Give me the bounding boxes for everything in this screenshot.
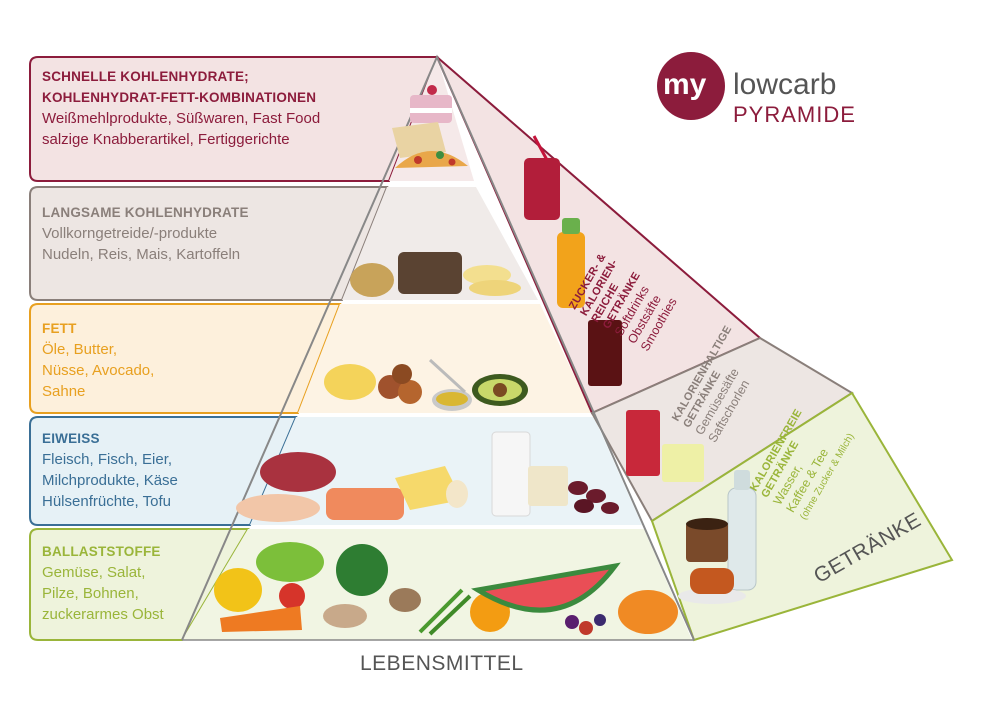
potato-mushroom-icon — [389, 588, 421, 612]
tier-band-fast-carbs — [29, 56, 439, 182]
juice-bottle-icon — [557, 218, 585, 308]
vegetable-juice-glass-icon — [626, 410, 660, 476]
pepper-icon — [214, 568, 262, 612]
avocado-icon — [472, 374, 528, 406]
logo-subtitle: PYRAMIDE — [733, 102, 856, 127]
butter-icon — [324, 364, 376, 400]
tomato-icon — [279, 583, 305, 609]
tier-text-fast-carbs: SCHNELLE KOHLENHYDRATE; KOHLENHYDRAT-FET… — [42, 66, 320, 150]
tier-text-slow-carbs: LANGSAME KOHLENHYDRATE Vollkorngetreide/… — [42, 202, 249, 265]
cake-icon — [410, 85, 452, 123]
tier-item-line: Weißmehlprodukte, Süßwaren, Fast Food — [42, 110, 321, 127]
broccoli-icon — [336, 544, 388, 596]
watermelon-icon — [471, 562, 621, 613]
fish-icon — [326, 488, 404, 520]
tier-item-line: Hülsenfrüchte, Tofu — [42, 493, 171, 510]
tier-item-line: Fleisch, Fisch, Eier, — [42, 451, 173, 468]
tier-heading: SCHNELLE KOHLENHYDRATE; — [42, 69, 249, 84]
carrot-icon — [220, 606, 302, 632]
tier-text-fat: FETT Öle, Butter, Nüsse, Avocado, Sahne — [42, 318, 154, 402]
tier-heading: EIWEISS — [42, 431, 100, 446]
tier-item-line: Gemüse, Salat, — [42, 564, 146, 581]
green-beans-icon — [418, 588, 472, 636]
coffee-cup-icon — [686, 518, 728, 562]
pyramid-outline — [181, 54, 695, 641]
oil-spoon-icon — [428, 358, 472, 411]
tier-item-line: Nüsse, Avocado, — [42, 362, 155, 379]
food-illustrations — [214, 85, 678, 636]
soft-drink-glass-icon — [588, 320, 622, 386]
egg-icon — [446, 480, 468, 508]
tier-heading: FETT — [42, 321, 77, 336]
tier-text-fiber: BALLASTSTOFFE Gemüse, Salat, Pilze, Bohn… — [42, 541, 164, 625]
pizza-icon — [395, 150, 468, 168]
mushroom-icon — [323, 604, 367, 628]
logo-brand-text: lowcarb — [733, 68, 837, 101]
tier-item-line: Pilze, Bohnen, — [42, 585, 139, 602]
nuts-icon — [378, 364, 422, 404]
spritzer-glass-icon — [662, 444, 704, 482]
bread-icon — [398, 252, 462, 294]
potato-icon — [350, 263, 394, 297]
chicken-icon — [236, 494, 320, 522]
pasta-icon — [463, 265, 521, 296]
beans-icon — [568, 481, 619, 514]
sandwich-icon — [392, 122, 446, 158]
tea-cup-icon — [678, 568, 746, 604]
tier-band-slow-carbs — [29, 186, 389, 301]
cheese-icon — [395, 466, 462, 510]
tier-item-line: zuckerarmes Obst — [42, 606, 164, 623]
tier-item-line: Sahne — [42, 383, 86, 400]
papaya-icon — [618, 590, 678, 634]
tofu-icon — [528, 466, 568, 506]
lettuce-icon — [256, 542, 324, 582]
berries-icon — [565, 614, 606, 635]
milk-glass-icon — [491, 431, 531, 517]
tier-band-fat — [29, 303, 342, 414]
tier-item-line: salzige Knabberartikel, Fertiggerichte — [42, 131, 290, 148]
tier-heading: KOHLENHYDRAT-FETT-KOMBINATIONEN — [42, 90, 317, 105]
tier-text-protein: EIWEISS Fleisch, Fisch, Eier, Milchprodu… — [42, 428, 178, 512]
beverage-illustrations — [524, 135, 757, 604]
tier-item-line: Milchprodukte, Käse — [42, 472, 178, 489]
tier-item-line: Vollkorngetreide/-produkte — [42, 225, 218, 242]
logo-mark-icon — [657, 52, 725, 120]
tier-item-line: Öle, Butter, — [42, 341, 118, 358]
tier-item-line: Nudeln, Reis, Mais, Kartoffeln — [42, 246, 241, 263]
tier-band-protein — [29, 416, 298, 526]
logo-mark-text: my — [663, 68, 707, 101]
water-bottle-icon — [727, 470, 757, 591]
food-axis-label: LEBENSMITTEL — [360, 652, 524, 675]
tier-heading: LANGSAME KOHLENHYDRATE — [42, 205, 249, 220]
tier-heading: BALLASTSTOFFE — [42, 544, 161, 559]
meat-icon — [260, 452, 336, 492]
smoothie-cup-icon — [524, 135, 560, 220]
